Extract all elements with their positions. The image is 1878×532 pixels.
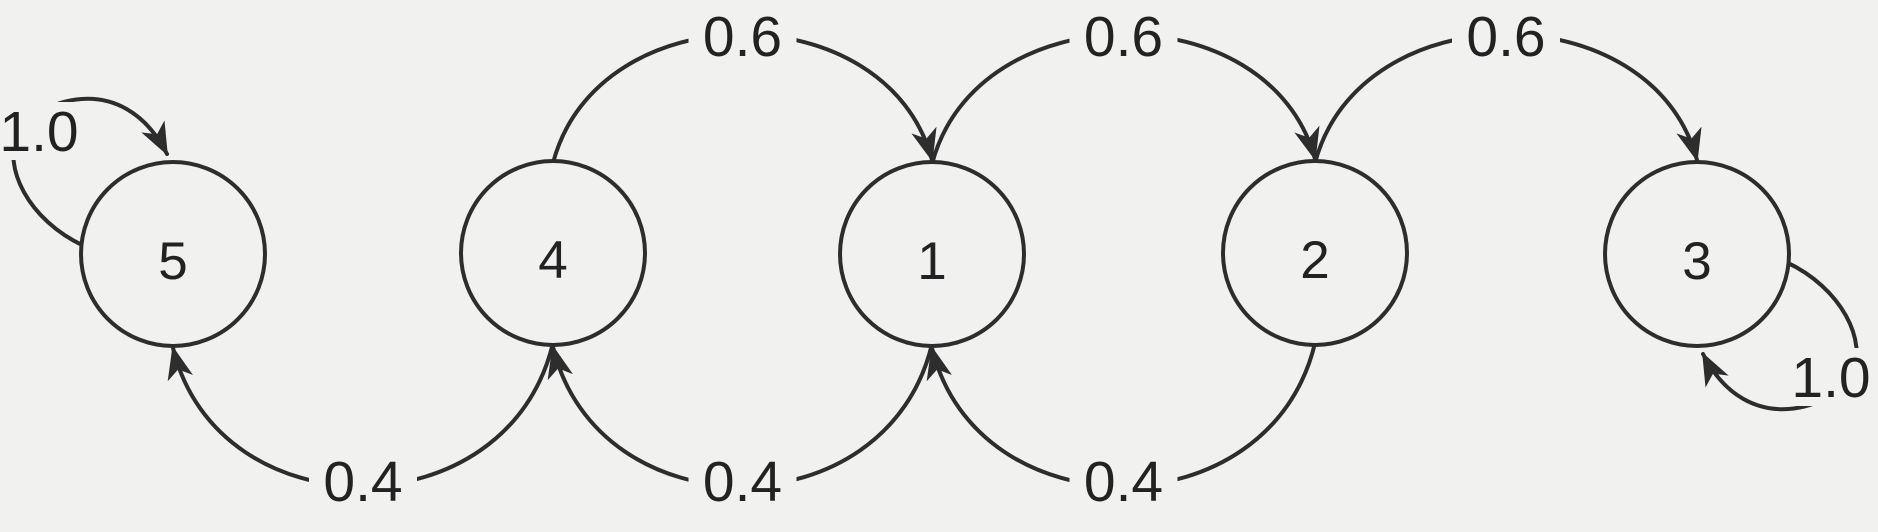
edge-probability-label-4-5: 0.4 bbox=[323, 450, 402, 514]
edge-probability-label-2-1: 0.4 bbox=[1084, 450, 1163, 514]
edge-label-background-2-3 bbox=[1452, 7, 1560, 65]
node-2 bbox=[1221, 159, 1409, 347]
edge-label-background-5-5 bbox=[0, 102, 93, 160]
edge-label-background-4-1 bbox=[688, 7, 797, 65]
node-label-5: 5 bbox=[158, 232, 187, 291]
edge-label-background-3-3 bbox=[1777, 348, 1878, 406]
node-label-3: 3 bbox=[1682, 232, 1711, 291]
node-5 bbox=[79, 160, 267, 348]
node-label-4: 4 bbox=[538, 231, 567, 290]
edge-probability-label-4-1: 0.6 bbox=[703, 5, 782, 69]
node-label-1: 1 bbox=[917, 232, 946, 291]
edge-label-background-4-5 bbox=[309, 452, 417, 510]
node-4 bbox=[459, 159, 647, 347]
edge-probability-label-5-5: 1.0 bbox=[0, 100, 79, 164]
edge-probability-label-1-4: 0.4 bbox=[703, 450, 782, 514]
edge-label-background-1-2 bbox=[1069, 7, 1178, 65]
node-label-2: 2 bbox=[1300, 231, 1329, 290]
edge-probability-label-1-2: 0.6 bbox=[1084, 5, 1163, 69]
edge-probability-label-3-3: 1.0 bbox=[1791, 346, 1870, 410]
node-3 bbox=[1603, 160, 1791, 348]
edge-probability-label-2-3: 0.6 bbox=[1466, 5, 1545, 69]
edge-label-background-1-4 bbox=[688, 452, 797, 510]
edge-label-background-2-1 bbox=[1069, 452, 1178, 510]
node-1 bbox=[838, 160, 1026, 348]
